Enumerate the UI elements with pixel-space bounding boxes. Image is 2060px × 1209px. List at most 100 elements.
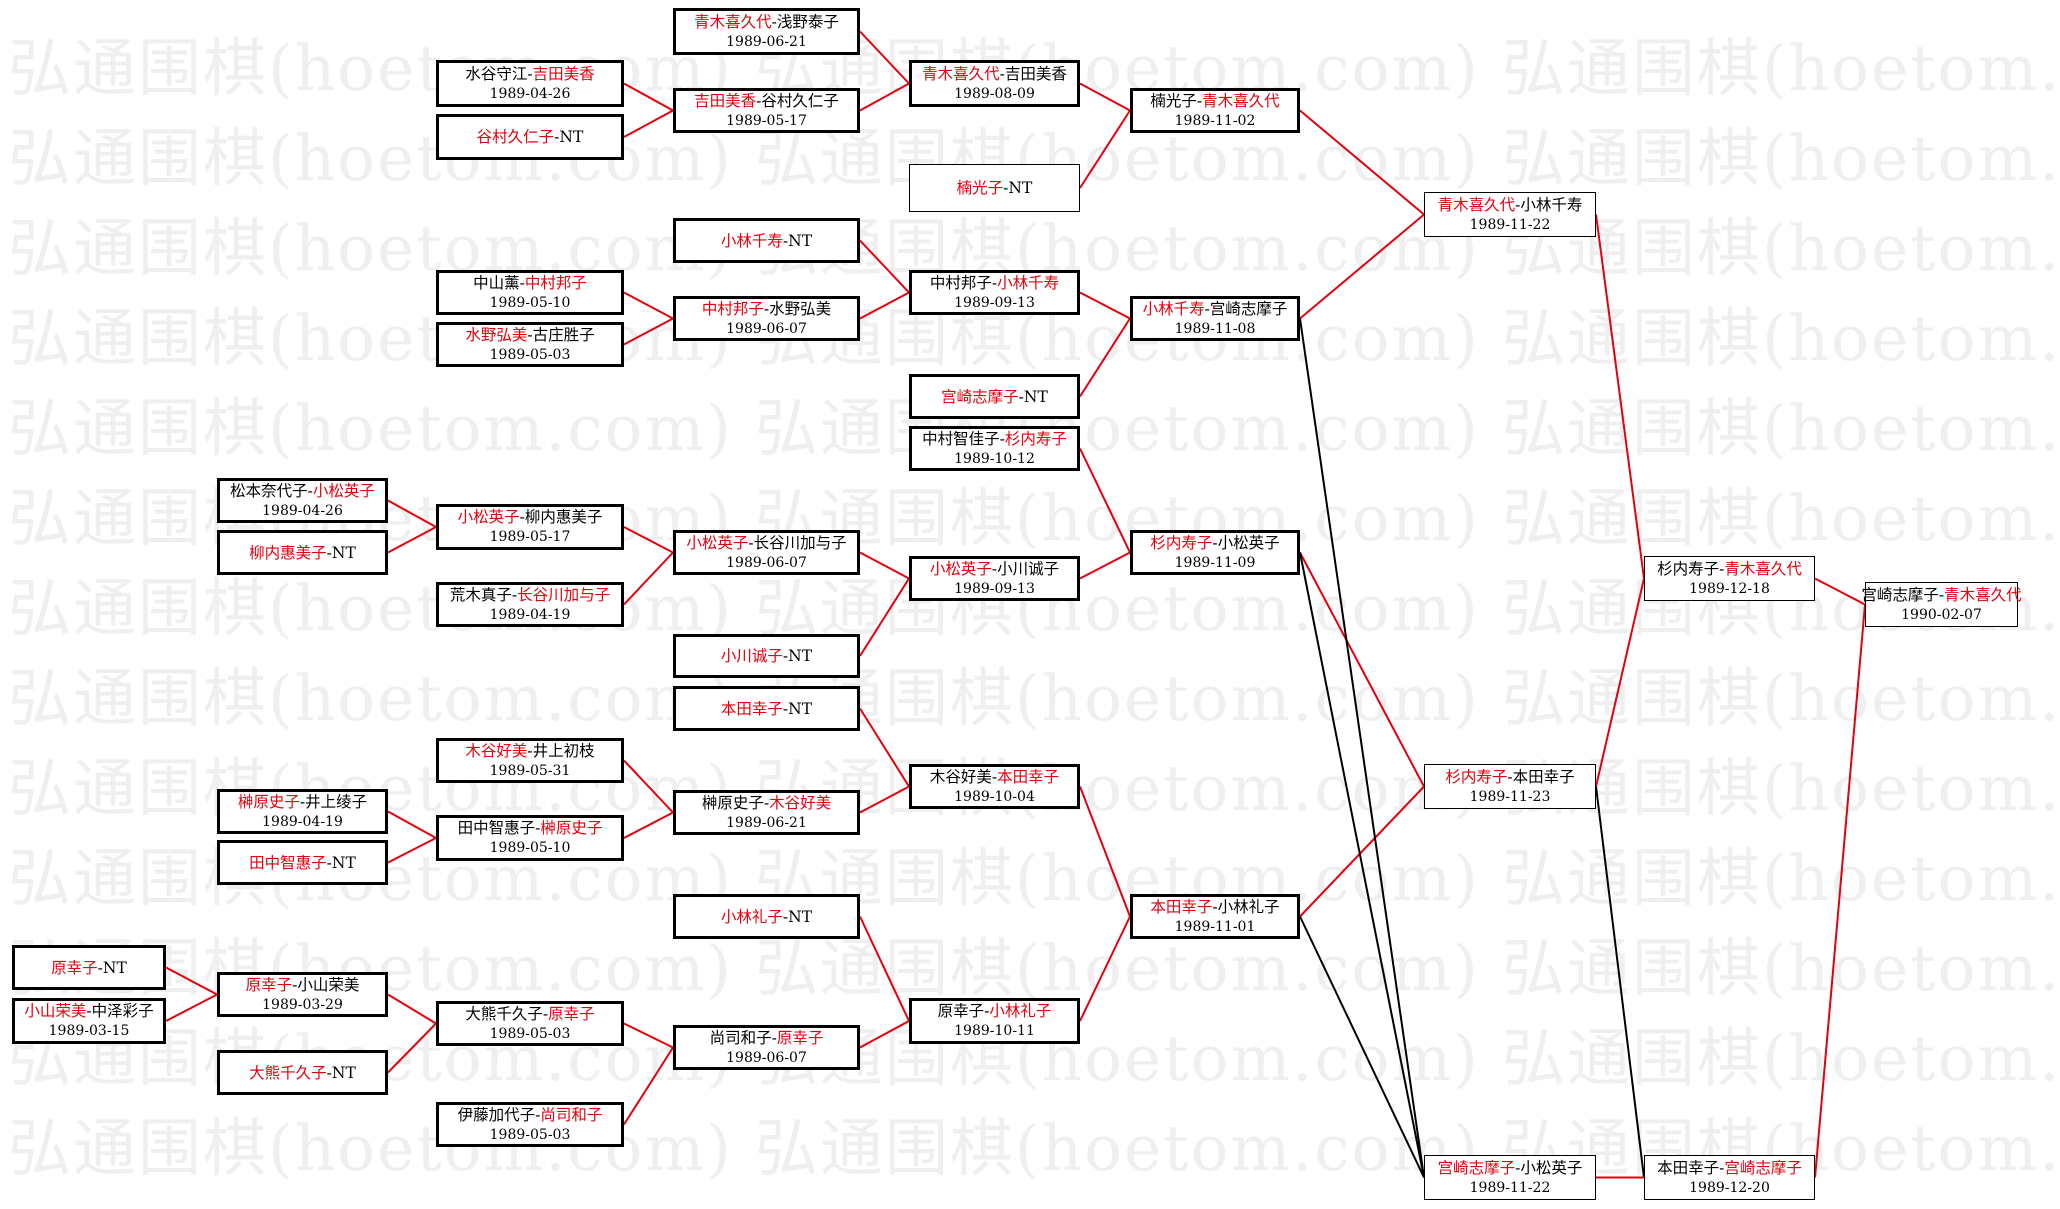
match-date: 1989-05-31	[489, 762, 571, 779]
player-one: 原幸子	[937, 1002, 985, 1020]
player-separator: -	[999, 429, 1005, 448]
match-node: 小川诚子-NT	[673, 634, 860, 678]
match-players: 杉内寿子-青木喜久代	[1657, 559, 1802, 579]
match-date: 1989-05-17	[726, 112, 807, 129]
player-separator: -	[763, 299, 770, 318]
player-two: 小林千寿	[1520, 195, 1583, 214]
match-node: 谷村久仁子-NT	[436, 114, 624, 160]
winner-connector-line	[165, 966, 218, 996]
player-separator: -	[1719, 559, 1725, 578]
player-one: 柳内惠美子	[249, 543, 327, 562]
player-two: 尚司和子	[540, 1105, 603, 1124]
player-separator: -	[535, 819, 541, 837]
match-players: 青木喜久代-浅野泰子	[694, 12, 839, 32]
player-two: 小山荣美	[297, 975, 360, 994]
player-separator: -	[542, 1004, 549, 1023]
match-date: 1989-06-21	[726, 814, 807, 831]
match-date: 1989-05-10	[489, 294, 571, 311]
winner-connector-line	[1079, 109, 1131, 189]
player-one: 小林千寿	[720, 231, 783, 250]
winner-connector-line	[623, 811, 674, 839]
player-separator: -	[1212, 533, 1218, 552]
match-date: 1989-10-11	[954, 1023, 1035, 1039]
player-one: 田中智惠子	[457, 819, 536, 837]
winner-connector-line	[1595, 578, 1645, 787]
player-separator: -	[999, 64, 1005, 83]
player-separator: -	[511, 585, 518, 604]
player-two: 宫崎志摩子	[1209, 299, 1288, 318]
player-two: 柳内惠美子	[524, 508, 603, 526]
player-one: 原幸子	[245, 975, 293, 994]
player-two: NT	[788, 699, 813, 718]
match-players: 原幸子-小林礼子	[938, 1001, 1052, 1021]
player-separator: -	[1515, 1158, 1521, 1177]
player-one: 本田幸子	[1657, 1158, 1720, 1177]
player-one: 木谷好美	[465, 741, 528, 760]
match-node: 楠光子-NT	[909, 164, 1080, 212]
match-players: 水谷守江-吉田美香	[465, 64, 594, 84]
match-date: 1989-11-01	[1174, 918, 1256, 935]
player-two: 小林礼子	[1217, 897, 1280, 916]
loser-connector-line	[1299, 318, 1425, 1178]
match-players: 木谷好美-井上初枝	[465, 741, 594, 761]
match-players: 楠光子-青木喜久代	[1150, 91, 1279, 111]
winner-connector-line	[1079, 786, 1131, 917]
match-players: 松本奈代子-小松英子	[230, 481, 375, 501]
player-two: 中村邦子	[524, 273, 587, 292]
player-one: 中村邦子	[701, 299, 764, 318]
match-players: 宫崎志摩子-青木喜久代	[1861, 585, 2021, 605]
player-separator: -	[1018, 387, 1024, 406]
winner-connector-line	[1079, 291, 1131, 320]
player-separator: -	[299, 792, 306, 811]
player-separator: -	[1212, 897, 1218, 916]
match-players: 尚司和子-原幸子	[710, 1028, 824, 1048]
winner-connector-line	[387, 499, 437, 528]
match-node: 本田幸子-NT	[673, 686, 860, 731]
winner-connector-line	[623, 759, 674, 814]
match-date: 1989-06-21	[726, 33, 807, 50]
winner-connector-line	[1079, 448, 1131, 553]
player-one: 宫崎志摩子	[941, 387, 1019, 406]
player-one: 宫崎志摩子	[1861, 585, 1939, 604]
winner-connector-line	[1299, 109, 1425, 216]
player-two: NT	[788, 647, 813, 665]
player-one: 青木喜久代	[1437, 195, 1516, 214]
winner-connector-line	[387, 993, 437, 1025]
player-two: 吉田美香	[1004, 64, 1067, 83]
winner-connector-line	[387, 526, 437, 554]
player-two: 小松英子	[312, 481, 375, 500]
match-players: 伊藤加代子-尚司和子	[458, 1105, 603, 1125]
player-separator: -	[1515, 195, 1521, 214]
match-date: 1989-04-26	[489, 85, 571, 102]
player-one: 本田幸子	[720, 699, 783, 718]
player-separator: -	[326, 543, 332, 562]
match-date: 1989-06-07	[726, 554, 807, 571]
player-two: 青木喜久代	[1944, 585, 2022, 604]
player-separator: -	[782, 699, 789, 718]
match-date: 1989-06-07	[726, 1049, 807, 1066]
match-date: 1989-10-04	[954, 788, 1035, 805]
player-separator: -	[782, 647, 789, 665]
winner-connector-line	[1299, 213, 1425, 320]
match-node: 大熊千久子-NT	[217, 1050, 388, 1095]
player-separator: -	[326, 853, 332, 872]
player-two: 长谷川加与子	[517, 585, 611, 604]
match-date: 1989-06-07	[726, 320, 807, 337]
match-players: 中村邦子-小林千寿	[930, 273, 1059, 293]
player-one: 水谷守江	[465, 64, 528, 83]
player-separator: -	[991, 559, 998, 578]
player-separator: -	[307, 481, 313, 500]
player-two: 吉田美香	[532, 64, 595, 83]
match-players: 大熊千久子-原幸子	[465, 1004, 594, 1024]
player-two: NT	[331, 1063, 356, 1082]
player-separator: -	[527, 64, 533, 83]
